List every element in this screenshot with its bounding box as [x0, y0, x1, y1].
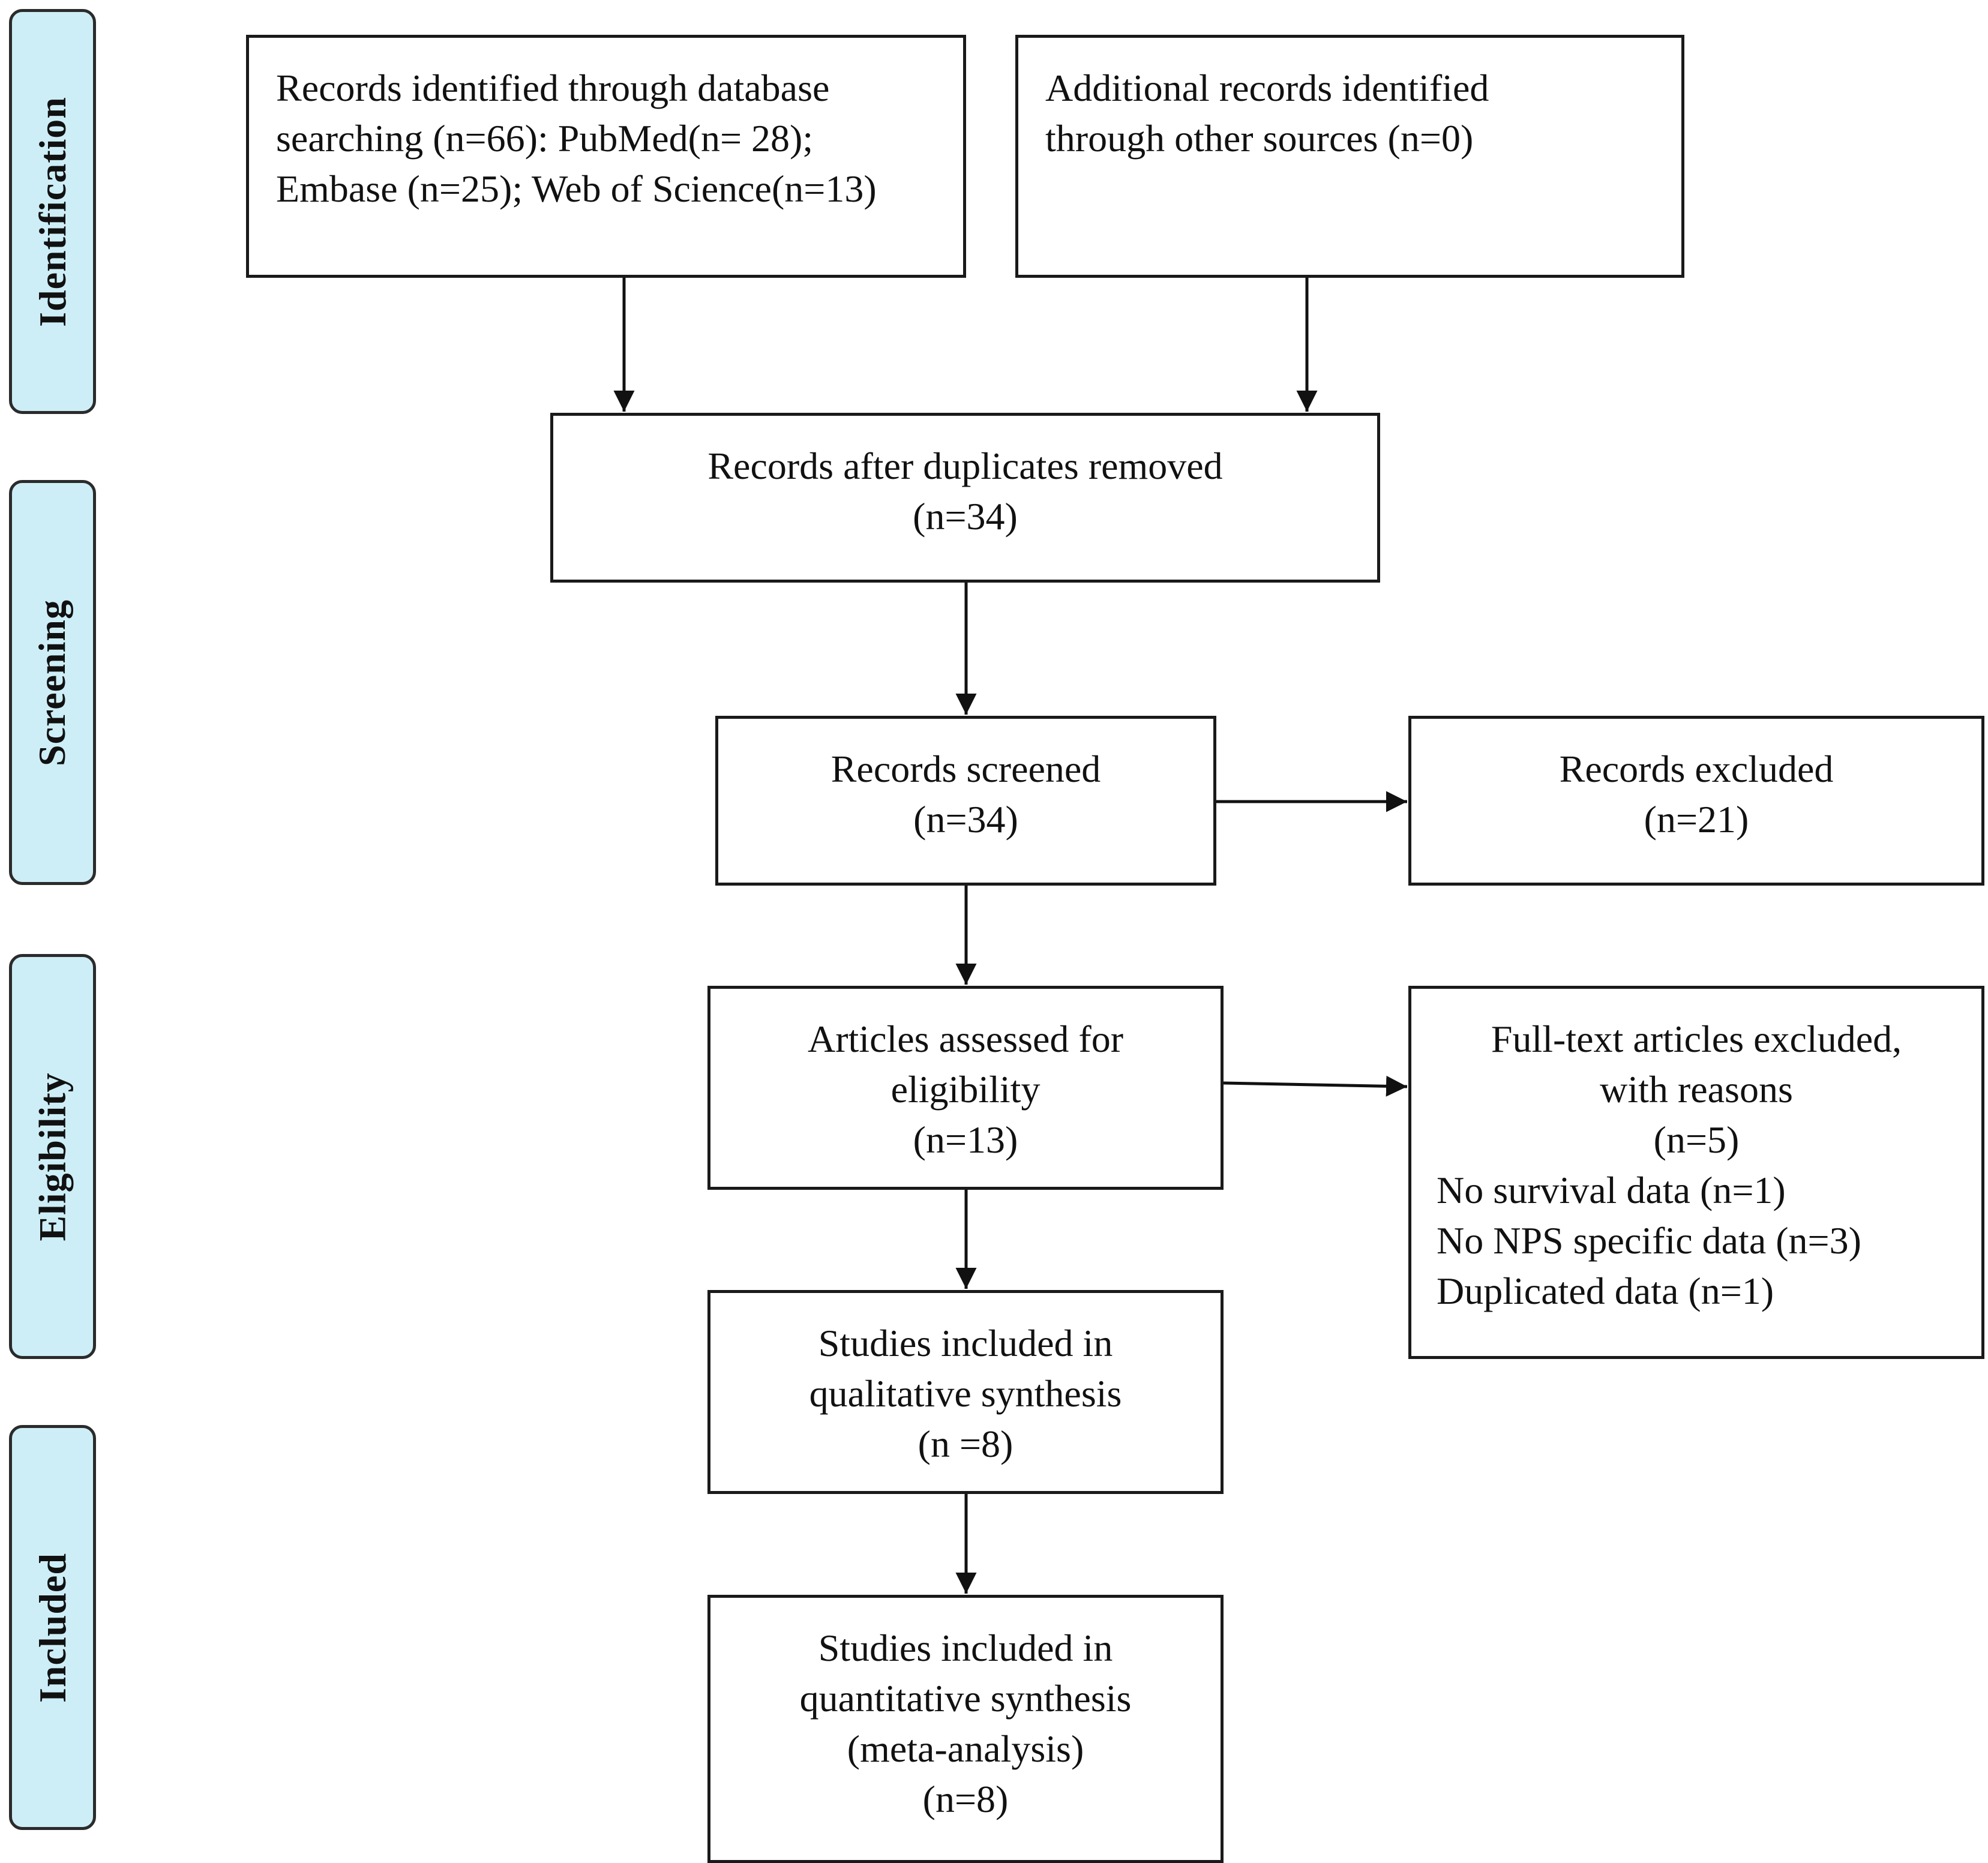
- box-text-line: quantitative synthesis: [799, 1677, 1132, 1720]
- box-text-line: (n=13): [913, 1118, 1018, 1161]
- fulltext-excluded-reasons: No survival data (n=1) No NPS specific d…: [1411, 1165, 1981, 1316]
- box-qualitative-synthesis: Studies included in qualitative synthesi…: [707, 1290, 1224, 1494]
- box-text-line: Records screened: [830, 748, 1101, 790]
- box-records-screened: Records screened (n=34): [715, 716, 1216, 886]
- phase-screening: Screening: [9, 480, 96, 885]
- box-text-line: with reasons: [1600, 1068, 1793, 1111]
- phase-identification: Identification: [9, 9, 96, 414]
- box-text-line: (n=21): [1644, 798, 1749, 841]
- box-text-line: Records identified through database: [276, 67, 830, 109]
- box-duplicates-removed: Records after duplicates removed (n=34): [550, 413, 1380, 583]
- reason-item: No NPS specific data (n=3): [1437, 1219, 1861, 1262]
- phase-eligibility: Eligibility: [9, 954, 96, 1359]
- box-text-line: (n =8): [917, 1423, 1014, 1465]
- box-text-line: Additional records identified: [1045, 67, 1489, 109]
- reason-item: Duplicated data (n=1): [1437, 1270, 1774, 1312]
- box-text-line: Studies included in: [818, 1322, 1113, 1364]
- box-text-line: Records after duplicates removed: [707, 445, 1223, 487]
- box-text-line: Embase (n=25); Web of Science(n=13): [276, 167, 877, 210]
- box-text-line: Articles assessed for: [807, 1018, 1124, 1060]
- box-text-line: searching (n=66): PubMed(n= 28);: [276, 117, 814, 160]
- box-text-line: Studies included in: [818, 1627, 1113, 1669]
- fulltext-excluded-header: Full-text articles excluded, with reason…: [1411, 1014, 1981, 1165]
- box-text-line: eligibility: [890, 1068, 1041, 1111]
- box-database-search: Records identified through database sear…: [246, 35, 966, 278]
- arrow-eligibility-to-fulltext-excluded: [1223, 1075, 1408, 1097]
- box-text-line: qualitative synthesis: [809, 1372, 1122, 1415]
- box-text-line: through other sources (n=0): [1045, 117, 1474, 160]
- box-other-sources: Additional records identified through ot…: [1015, 35, 1684, 278]
- box-text-line: Full-text articles excluded,: [1491, 1018, 1902, 1060]
- box-text-line: (n=34): [913, 798, 1018, 841]
- phase-included: Included: [9, 1425, 96, 1830]
- box-text-line: (n=34): [913, 495, 1018, 538]
- box-eligibility-assessed: Articles assessed for eligibility (n=13): [707, 986, 1224, 1190]
- box-text-line: (meta-analysis): [847, 1727, 1084, 1770]
- box-text-line: (n=5): [1653, 1118, 1740, 1161]
- box-text-line: Records excluded: [1559, 748, 1834, 790]
- box-quantitative-synthesis: Studies included in quantitative synthes…: [707, 1595, 1224, 1863]
- box-fulltext-excluded: Full-text articles excluded, with reason…: [1408, 986, 1984, 1359]
- box-records-excluded: Records excluded (n=21): [1408, 716, 1984, 886]
- box-text-line: (n=8): [922, 1778, 1009, 1820]
- reason-item: No survival data (n=1): [1437, 1169, 1786, 1211]
